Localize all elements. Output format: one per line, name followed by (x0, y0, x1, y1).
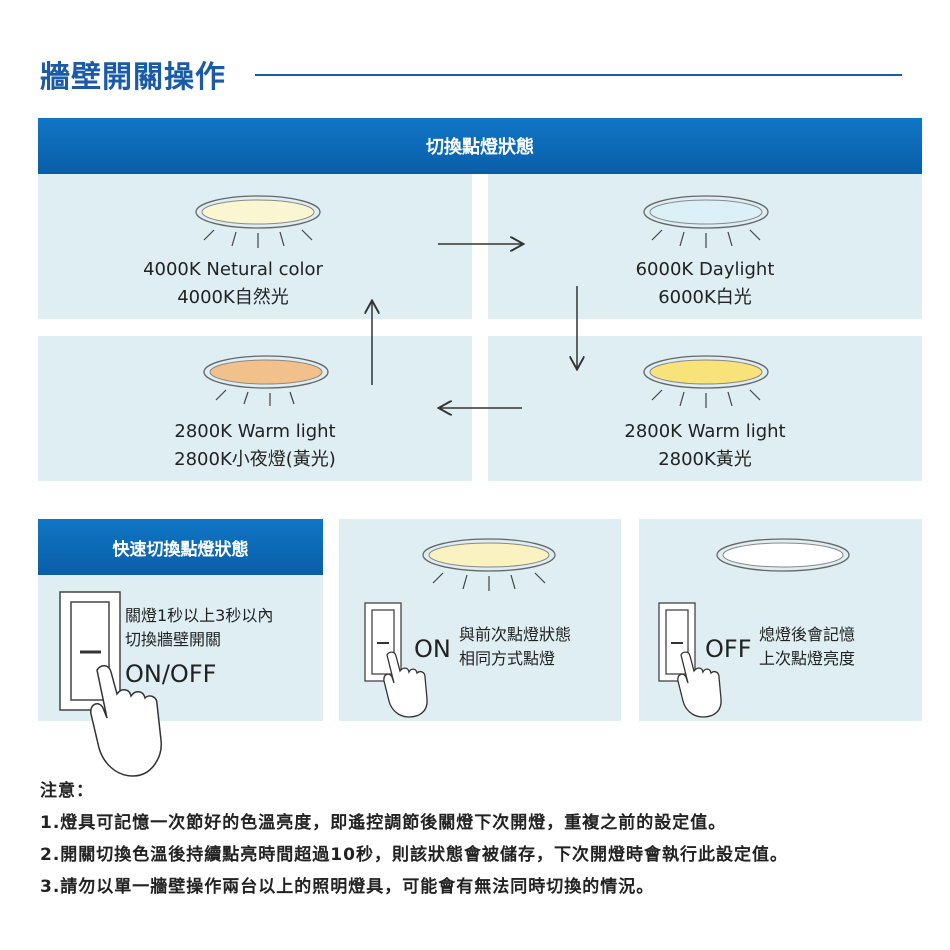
state-panel-2800k-warm: 2800K Warm light 2800K黃光 (488, 336, 922, 481)
note-item: 1.燈具可記憶一次節好的色溫亮度，即遙控調節後關燈下次開燈，重複之前的設定值。 (40, 813, 727, 833)
state-label-en: 6000K Daylight (635, 259, 775, 280)
light-fixture-icon (422, 538, 556, 591)
state-label-en: 4000K Netural color (143, 259, 323, 280)
off-text-1: 熄燈後會記憶 (759, 625, 856, 644)
cycle-arrows (0, 0, 950, 520)
on-text-1: 與前次點燈狀態 (459, 625, 572, 644)
notes-section: 注意： 1.燈具可記憶一次節好的色溫亮度，即遙控調節後關燈下次開燈，重複之前的設… (40, 775, 788, 903)
off-instruction: 熄燈後會記憶 上次點燈亮度 (759, 623, 919, 671)
quick-text-1: 關燈1秒以上3秒以內 (125, 606, 274, 625)
state-label-zh: 2800K小夜燈(黃光) (174, 449, 336, 470)
light-fixture-icon (203, 355, 329, 406)
note-item: 2.開關切換色溫後持續點亮時間超過10秒，則該狀態會被儲存，下次開燈時會執行此設… (40, 845, 788, 865)
state-label-en: 2800K Warm light (624, 421, 786, 442)
on-instruction: 與前次點燈狀態 相同方式點燈 (459, 623, 619, 671)
light-fixture-icon (643, 355, 769, 408)
wall-switch-hand-icon (364, 602, 428, 718)
state-label-zh: 6000K白光 (658, 287, 752, 308)
state-panel-2800k-night: 2800K Warm light 2800K小夜燈(黃光) (38, 336, 472, 481)
light-fixture-off-icon (716, 538, 850, 572)
on-text-2: 相同方式點燈 (459, 649, 556, 668)
quick-text-2: 切換牆壁開關 (125, 630, 222, 649)
state-panel-4000k: 4000K Netural color 4000K自然光 (38, 174, 472, 319)
state-label-zh: 2800K黃光 (658, 449, 752, 470)
wall-switch-hand-icon (658, 602, 722, 718)
off-label: OFF (705, 635, 752, 663)
note-item: 3.請勿以單一牆壁操作兩台以上的照明燈具，可能會有無法同時切換的情況。 (40, 877, 655, 897)
title-divider (255, 74, 902, 76)
on-panel: ON 與前次點燈狀態 相同方式點燈 (339, 519, 621, 721)
quick-instruction: 關燈1秒以上3秒以內 切換牆壁開關 (125, 604, 320, 652)
state-label-en: 2800K Warm light (174, 421, 336, 442)
off-text-2: 上次點燈亮度 (759, 649, 856, 668)
off-panel: OFF 熄燈後會記憶 上次點燈亮度 (639, 519, 922, 721)
state-panel-6000k: 6000K Daylight 6000K白光 (488, 174, 922, 319)
light-fixture-icon (195, 195, 321, 248)
on-off-label: ON/OFF (125, 660, 217, 688)
light-fixture-icon (643, 195, 769, 248)
on-label: ON (414, 635, 451, 663)
wall-switch-hand-icon (59, 591, 162, 777)
switch-state-banner: 切換點燈狀態 (38, 118, 922, 174)
quick-switch-title: 快速切換點燈狀態 (38, 519, 323, 575)
notes-header: 注意： (40, 781, 94, 801)
page-title: 牆壁開關操作 (40, 60, 226, 95)
state-label-zh: 4000K自然光 (177, 287, 289, 308)
